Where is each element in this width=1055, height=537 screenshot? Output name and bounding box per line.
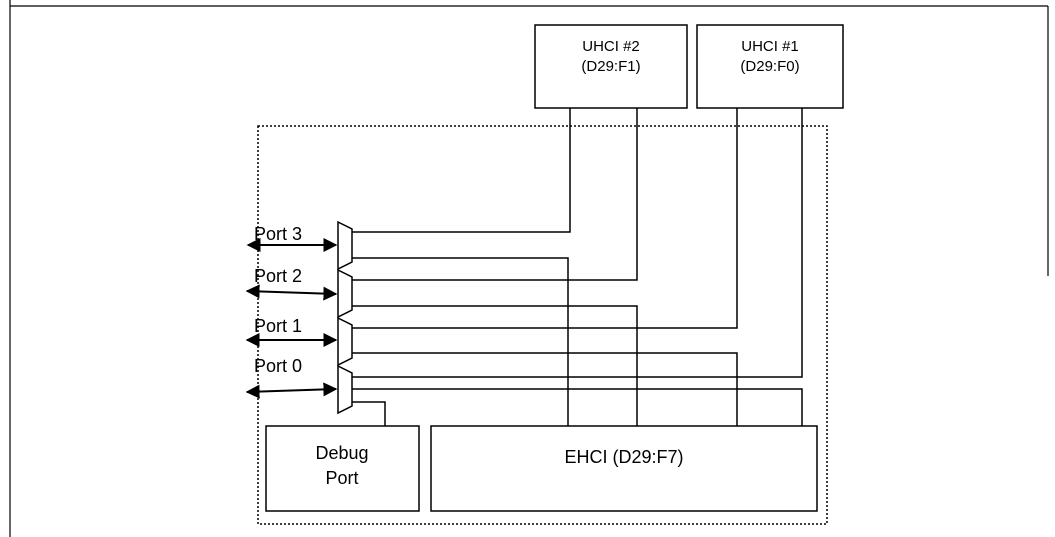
debug-port-line1: Debug bbox=[315, 443, 368, 463]
uhci1-title: UHCI #1 bbox=[741, 38, 799, 55]
port0-arrow bbox=[245, 382, 338, 399]
port2-arrow bbox=[245, 284, 338, 301]
debug-port-box: Debug Port bbox=[265, 425, 420, 512]
chip-boundary bbox=[257, 125, 828, 525]
mux-port1 bbox=[337, 316, 353, 367]
mux-port0 bbox=[337, 364, 353, 415]
uhci-bus-lines bbox=[352, 108, 803, 378]
port0-label: Port 0 bbox=[254, 356, 302, 376]
port1-label: Port 1 bbox=[254, 316, 302, 336]
mux-port2 bbox=[337, 268, 353, 319]
debug-port-line2: Port bbox=[325, 468, 358, 488]
uhci2-address: (D29:F1) bbox=[581, 58, 640, 75]
port2-label: Port 2 bbox=[254, 266, 302, 286]
uhci2-box: UHCI #2 (D29:F1) bbox=[534, 24, 688, 109]
ehci-box: EHCI (D29:F7) bbox=[430, 425, 818, 512]
uhci1-address: (D29:F0) bbox=[740, 58, 799, 75]
ehci-bus-lines bbox=[352, 257, 803, 426]
ehci-label: EHCI (D29:F7) bbox=[564, 447, 683, 467]
uhci2-title: UHCI #2 bbox=[582, 38, 640, 55]
port-arrows bbox=[245, 238, 338, 399]
uhci1-box: UHCI #1 (D29:F0) bbox=[696, 24, 844, 109]
outer-frame bbox=[9, 0, 1049, 537]
port3-label: Port 3 bbox=[254, 224, 302, 244]
mux-port3 bbox=[337, 220, 353, 271]
